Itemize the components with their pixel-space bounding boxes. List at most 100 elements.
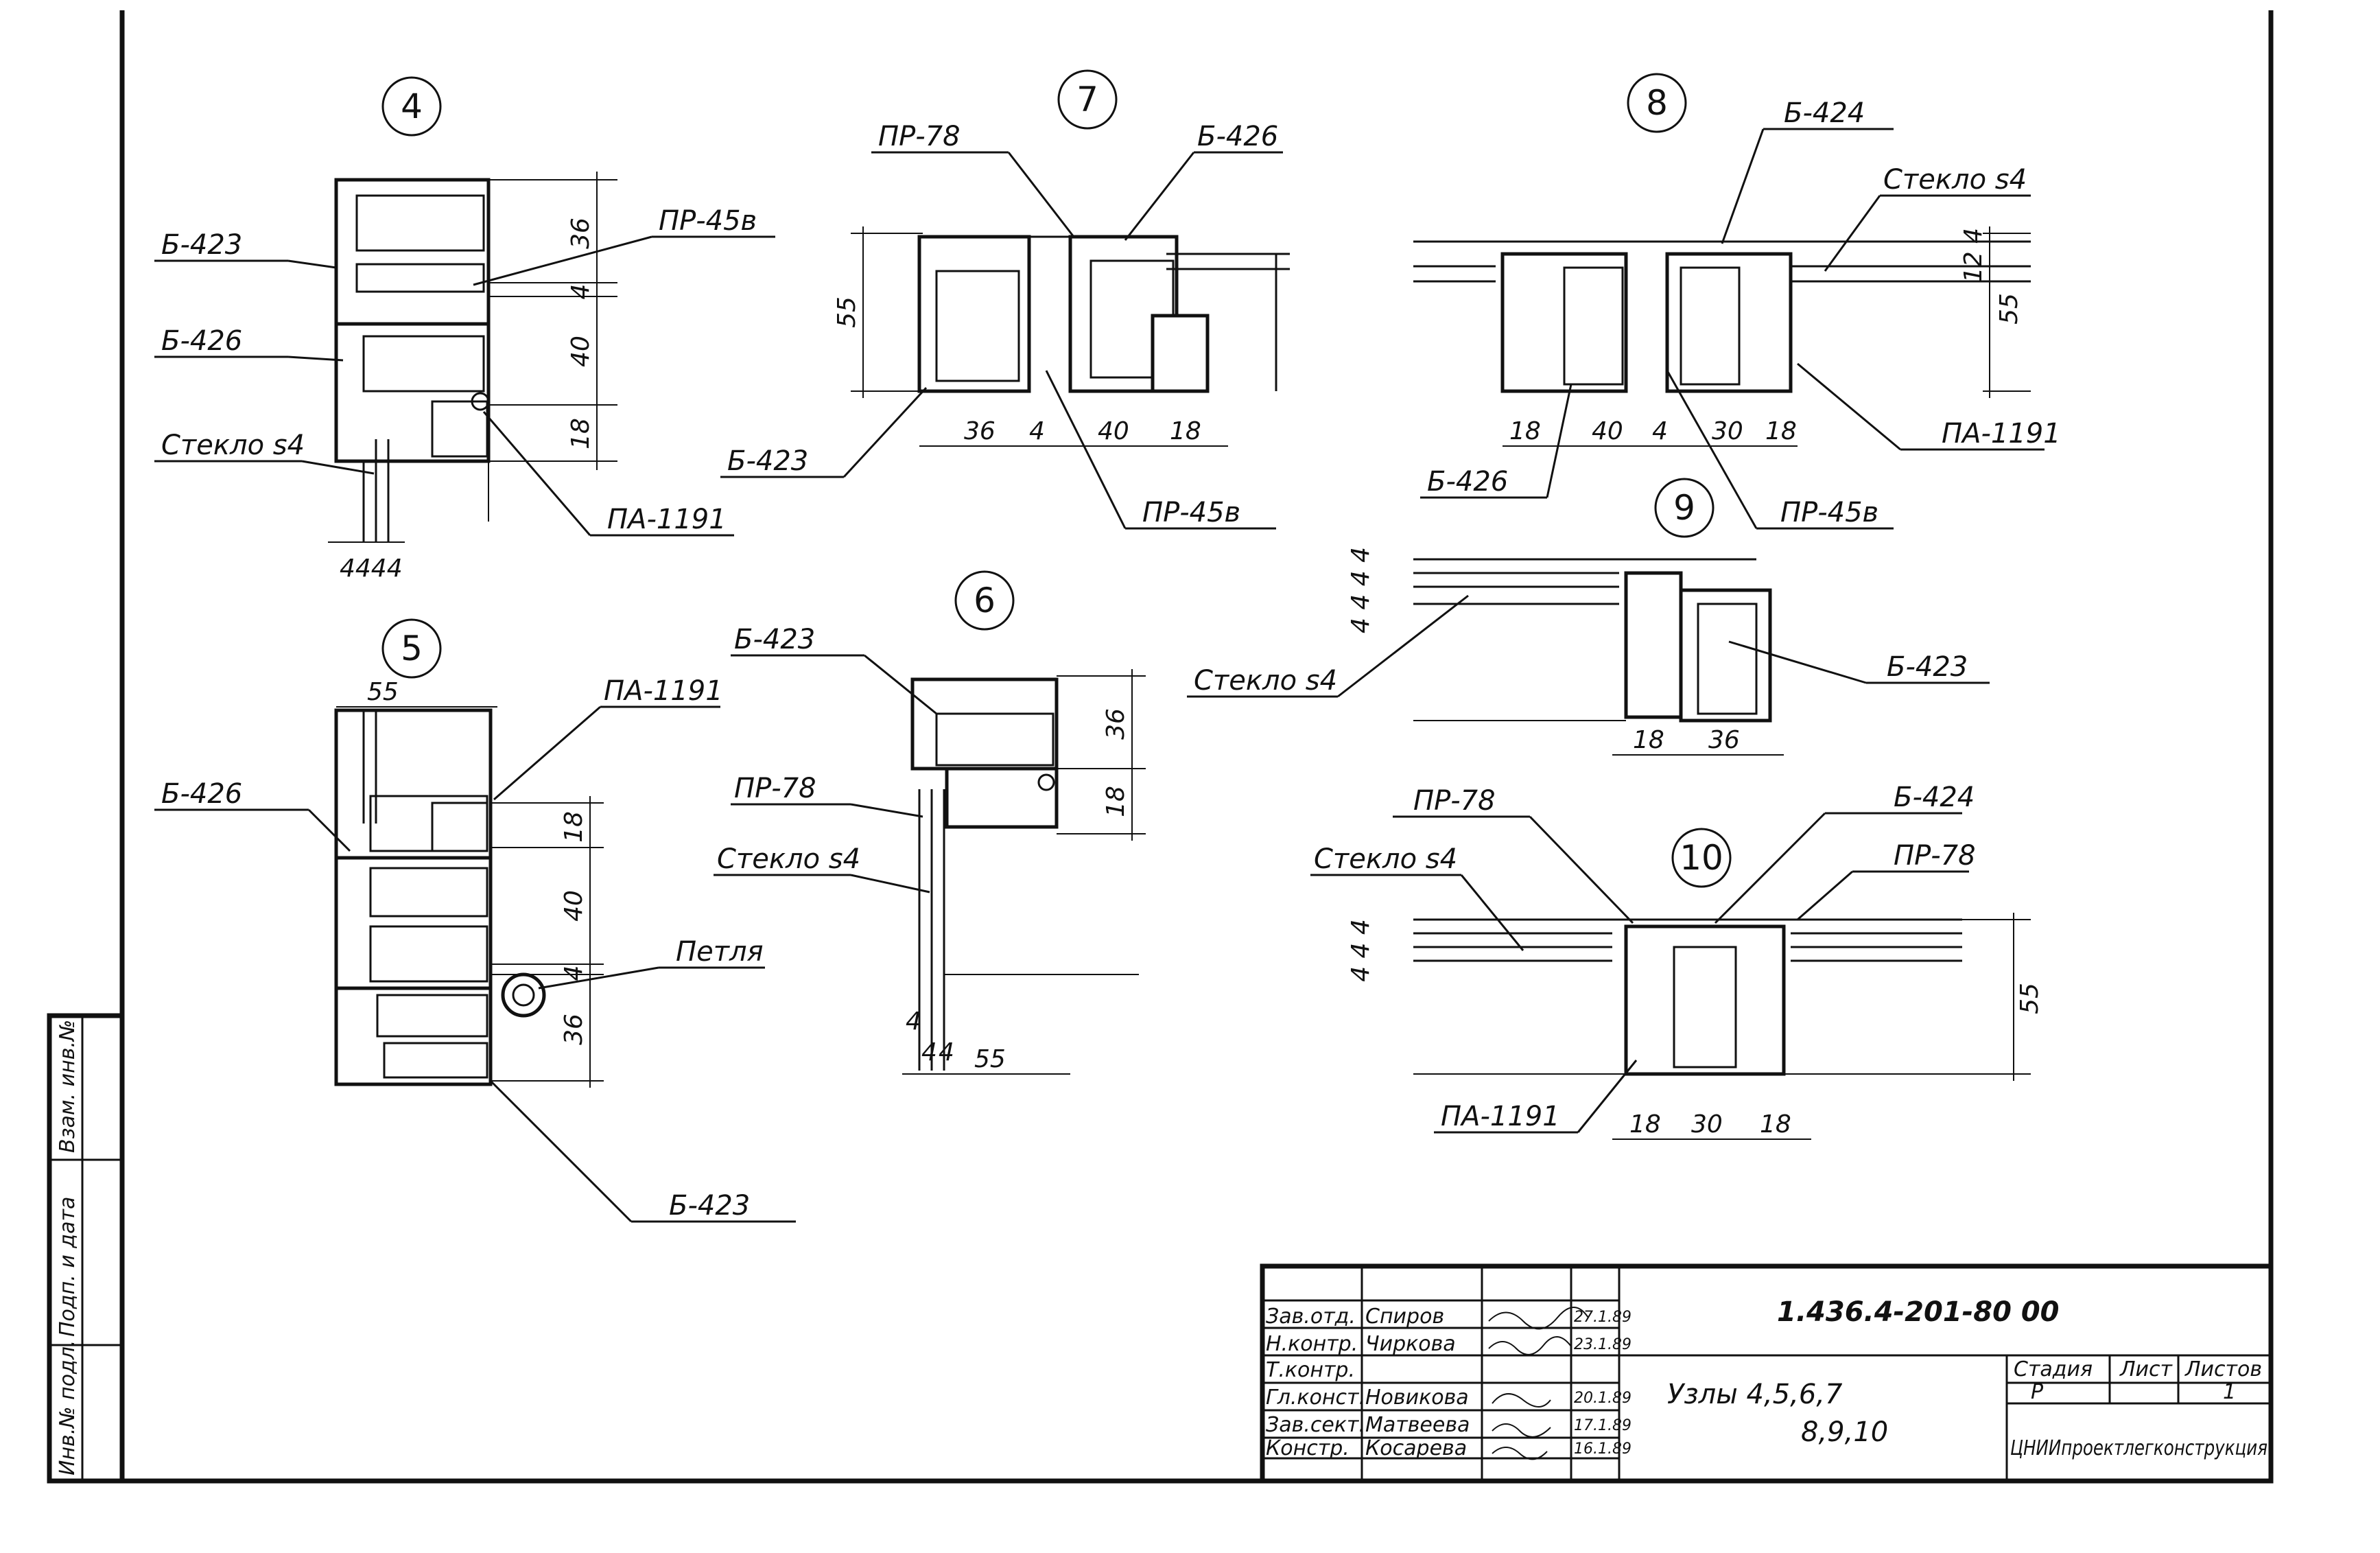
svg-text:40: 40 xyxy=(560,890,588,922)
node-number: 10 xyxy=(1680,838,1723,878)
role-3: Гл.конст. xyxy=(1266,1386,1365,1410)
role-0: Зав.отд. xyxy=(1266,1305,1356,1329)
node-number-circle xyxy=(1654,478,1715,538)
node-10: 10 4 4 4 55 18 30 18 ПР-78 Б-424 xyxy=(1310,782,2044,1140)
svg-text:40: 40 xyxy=(1592,417,1623,445)
svg-text:36: 36 xyxy=(1708,726,1740,754)
node6-leaders: Б-423 ПР-78 Стекло s4 xyxy=(714,624,937,894)
node-number: 5 xyxy=(401,629,423,668)
svg-text:55: 55 xyxy=(974,1045,1006,1073)
label-b426: Б-426 xyxy=(1197,121,1278,152)
profile-b423 xyxy=(334,178,491,326)
node-number: 6 xyxy=(974,581,995,620)
stamp-replace-inv: Взам. инв.№ xyxy=(56,1020,80,1153)
name-5: Косарева xyxy=(1365,1436,1467,1460)
label-pa1191: ПА-1191 xyxy=(1942,418,2061,449)
node-6: 6 36 18 4 4 4 55 Б-423 ПР-78 xyxy=(714,570,1146,1075)
signature xyxy=(1492,1393,1551,1408)
role-4: Зав.сект. xyxy=(1266,1413,1365,1437)
svg-text:36: 36 xyxy=(1102,708,1130,740)
svg-text:55: 55 xyxy=(2016,983,2044,1014)
node10-dimensions: 4 4 4 55 18 30 18 xyxy=(1347,913,2044,1140)
svg-text:18: 18 xyxy=(1170,417,1201,445)
date-5: 16.1.89 xyxy=(1574,1440,1631,1458)
svg-text:36: 36 xyxy=(560,1014,588,1045)
date-3: 20.1.89 xyxy=(1574,1390,1631,1407)
node-number: 4 xyxy=(401,86,423,126)
node8-dimensions: 18 40 4 30 18 12 4 55 xyxy=(1503,226,2031,447)
signature xyxy=(1488,1307,1589,1330)
node-number: 9 xyxy=(1673,488,1695,528)
hinge xyxy=(501,972,546,1018)
date-1: 23.1.89 xyxy=(1574,1336,1631,1353)
doc-title-2: 8,9,10 xyxy=(1801,1416,1888,1448)
label-b424: Б-424 xyxy=(1894,782,1975,813)
date-4: 17.1.89 xyxy=(1574,1417,1631,1434)
label-pr78: ПР-78 xyxy=(878,121,961,152)
name-3: Новикова xyxy=(1365,1386,1469,1410)
stamp-sign-date: Подп. и дата xyxy=(56,1197,80,1337)
role-1: Н.контр. xyxy=(1266,1332,1358,1356)
svg-text:4 4 4: 4 4 4 xyxy=(1347,919,1375,982)
svg-text:4: 4 xyxy=(1652,417,1668,445)
svg-text:36: 36 xyxy=(567,218,595,249)
label-b426: Б-426 xyxy=(161,325,242,357)
hdr-sheets: Листов xyxy=(2184,1357,2262,1381)
svg-text:36: 36 xyxy=(964,417,995,445)
label-glass: Стекло s4 xyxy=(161,430,305,461)
label-b423: Б-423 xyxy=(734,624,815,655)
hdr-stage: Стадия xyxy=(2014,1357,2093,1381)
svg-text:4: 4 xyxy=(1029,417,1045,445)
label-glass: Стекло s4 xyxy=(717,843,860,875)
name-4: Матвеева xyxy=(1365,1413,1470,1437)
node-7: 7 55 36 4 40 18 ПР-78 Б-426 xyxy=(720,69,1290,530)
node7-dimensions: 55 36 4 40 18 xyxy=(833,226,1228,447)
svg-text:4: 4 xyxy=(560,966,588,981)
node-8: 8 18 40 4 30 18 12 4 55 Б-424 xyxy=(1413,73,2061,530)
node7-leaders: ПР-78 Б-426 Б-423 ПР-45в xyxy=(720,121,1283,530)
svg-text:55: 55 xyxy=(1995,293,2023,325)
svg-text:18: 18 xyxy=(560,811,588,843)
node-5: 5 55 18 40 4 36 ПА-11 xyxy=(154,618,796,1223)
node5-leaders: ПА-1191 Б-426 Петля Б-423 xyxy=(154,675,796,1223)
val-stage: Р xyxy=(2031,1380,2044,1404)
node4-dimensions: 36 4 40 18 4444 xyxy=(328,172,617,583)
svg-text:30: 30 xyxy=(1691,1110,1723,1139)
svg-text:30: 30 xyxy=(1712,417,1743,445)
svg-text:18: 18 xyxy=(1760,1110,1791,1139)
svg-text:18: 18 xyxy=(1509,417,1541,445)
stamp-inv-no: Инв.№ подл. xyxy=(56,1340,80,1475)
node-4: 4 36 4 40 18 4444 xyxy=(154,76,775,583)
side-stamp: Инв.№ подл. Подп. и дата Взам. инв.№ xyxy=(47,1013,125,1484)
signature xyxy=(1492,1447,1548,1460)
node10-leaders: ПР-78 Б-424 ПР-78 Стекло s4 ПА-1191 xyxy=(1310,782,1976,1134)
svg-text:4: 4 xyxy=(906,1007,921,1036)
label-b423: Б-423 xyxy=(1887,651,1968,683)
label-b423: Б-423 xyxy=(669,1190,750,1222)
node-number-circle xyxy=(1057,69,1118,130)
node5-dimensions: 55 18 40 4 36 xyxy=(336,678,604,1088)
role-5: Констр. xyxy=(1266,1436,1350,1460)
node8-leaders: Б-424 Стекло s4 ПА-1191 Б-426 ПР-45в xyxy=(1420,97,2061,530)
label-pa1191: ПА-1191 xyxy=(604,675,723,707)
svg-text:18: 18 xyxy=(567,418,595,449)
svg-text:4: 4 xyxy=(567,284,595,300)
svg-text:55: 55 xyxy=(833,296,861,328)
svg-text:18: 18 xyxy=(1765,417,1797,445)
svg-text:40: 40 xyxy=(567,336,595,367)
node-number-circle xyxy=(1671,828,1732,888)
node-number-circle xyxy=(1627,73,1687,133)
node-number-circle xyxy=(381,618,442,679)
doc-code: 1.436.4-201-80 00 xyxy=(1777,1296,2060,1328)
label-pr45v: ПР-45в xyxy=(1780,497,1878,528)
svg-text:4: 4 xyxy=(939,1038,954,1066)
svg-text:40: 40 xyxy=(1098,417,1129,445)
label-pa1191: ПА-1191 xyxy=(1441,1101,1560,1132)
label-b423: Б-423 xyxy=(727,445,808,477)
name-0: Спиров xyxy=(1365,1305,1444,1329)
title-block: 1.436.4-201-80 00 Узлы 4,5,6,7 8,9,10 ЦН… xyxy=(1260,1263,2274,1484)
label-b423: Б-423 xyxy=(161,229,242,261)
signature xyxy=(1488,1336,1572,1355)
label-b426: Б-426 xyxy=(161,778,242,810)
